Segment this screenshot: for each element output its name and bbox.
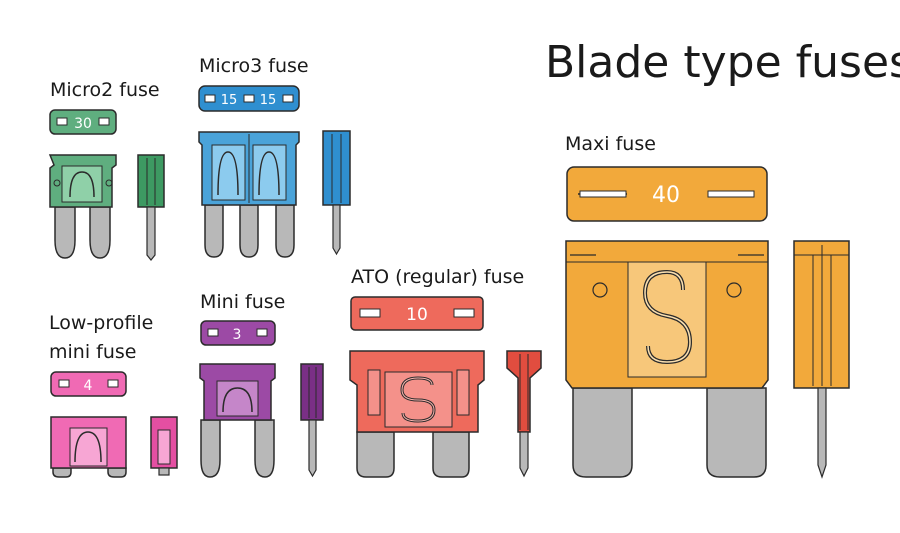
maxi-label: Maxi fuse — [565, 133, 656, 155]
ato-rating: 10 — [406, 305, 428, 325]
mini-side-view — [300, 363, 324, 478]
micro2-rating: 30 — [74, 116, 92, 132]
maxi-rating: 40 — [652, 183, 680, 208]
ato-fuse: 10 — [349, 296, 542, 478]
mini-rating: 3 — [233, 327, 242, 343]
low-profile-label-line1: Low-profile — [49, 312, 154, 334]
micro2-side-view — [137, 154, 165, 261]
diagram-title: Blade type fuses — [545, 37, 900, 88]
mini-fuse: 3 — [199, 320, 324, 478]
maxi-top-badge: 40 — [566, 166, 768, 222]
ato-front-view — [349, 350, 485, 478]
ato-top-badge: 10 — [350, 296, 484, 331]
maxi-front-view — [565, 240, 769, 478]
micro2-label: Micro2 fuse — [50, 79, 160, 101]
maxi-fuse: 40 — [565, 166, 850, 479]
micro2-fuse: 30 — [48, 109, 165, 261]
low-profile-front-view — [50, 416, 127, 478]
ato-side-view — [506, 350, 542, 478]
micro2-front-view — [48, 154, 117, 259]
maxi-side-view — [793, 240, 850, 479]
low-profile-label-line2: mini fuse — [49, 341, 137, 363]
micro3-side-view — [322, 130, 351, 256]
mini-top-badge: 3 — [200, 320, 276, 346]
micro3-rating-a: 15 — [221, 93, 238, 108]
micro3-fuse: 15 15 — [198, 85, 351, 258]
micro3-top-badge: 15 15 — [198, 85, 300, 112]
mini-label: Mini fuse — [200, 291, 286, 313]
low-profile-rating: 4 — [84, 378, 93, 394]
micro2-top-badge: 30 — [49, 109, 117, 135]
low-profile-fuse: 4 — [50, 371, 178, 478]
micro3-rating-b: 15 — [260, 93, 277, 108]
low-profile-side-view — [150, 416, 178, 476]
mini-front-view — [199, 363, 276, 478]
low-profile-top-badge: 4 — [50, 371, 127, 397]
micro3-front-view — [198, 131, 300, 258]
micro3-label: Micro3 fuse — [199, 55, 309, 77]
ato-label: ATO (regular) fuse — [351, 266, 525, 288]
